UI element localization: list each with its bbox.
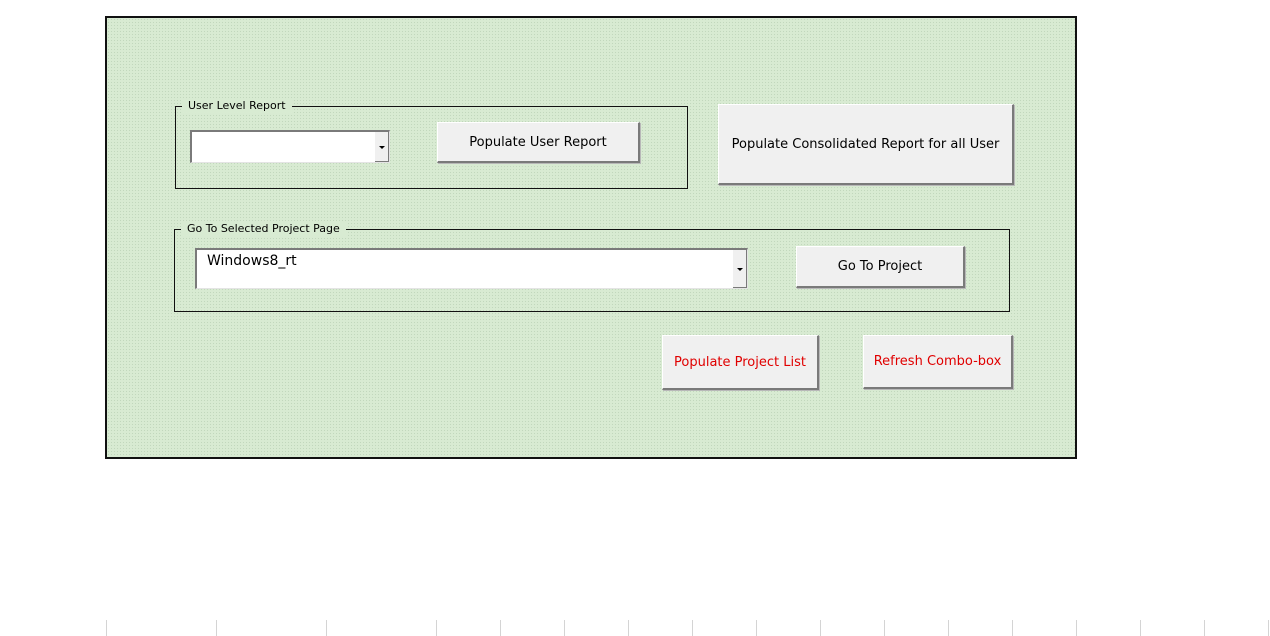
populate-project-list-button[interactable]: Populate Project List [662,335,819,390]
chevron-down-icon [737,267,743,271]
column-gridline [692,620,693,636]
go-to-project-button[interactable]: Go To Project [796,246,965,288]
project-page-group: Go To Selected Project Page Windows8_rt … [174,222,1010,312]
column-gridline [436,620,437,636]
column-gridline [326,620,327,636]
column-gridline [1076,620,1077,636]
column-gridline [1140,620,1141,636]
column-gridline [106,620,107,636]
project-page-legend: Go To Selected Project Page [181,222,346,236]
user-combo-dropdown-button[interactable] [374,132,389,162]
column-gridline [820,620,821,636]
user-level-report-legend: User Level Report [182,99,292,113]
column-gridline [1204,620,1205,636]
column-gridline [564,620,565,636]
column-gridline [500,620,501,636]
refresh-combo-box-button[interactable]: Refresh Combo-box [863,335,1013,389]
control-panel: User Level Report Populate User Report P… [105,16,1077,459]
project-combo-value: Windows8_rt [207,253,297,269]
populate-consolidated-report-button[interactable]: Populate Consolidated Report for all Use… [718,104,1014,185]
column-gridline [756,620,757,636]
user-combo-box[interactable] [190,130,390,163]
column-gridline [948,620,949,636]
column-gridline [1012,620,1013,636]
column-gridline [628,620,629,636]
column-gridline [884,620,885,636]
user-level-report-group: User Level Report Populate User Report [175,99,688,189]
column-gridline [1268,620,1269,636]
project-combo-box[interactable]: Windows8_rt [195,248,748,289]
column-gridline [216,620,217,636]
project-combo-dropdown-button[interactable] [732,250,747,288]
chevron-down-icon [379,145,385,149]
populate-user-report-button[interactable]: Populate User Report [437,122,640,163]
